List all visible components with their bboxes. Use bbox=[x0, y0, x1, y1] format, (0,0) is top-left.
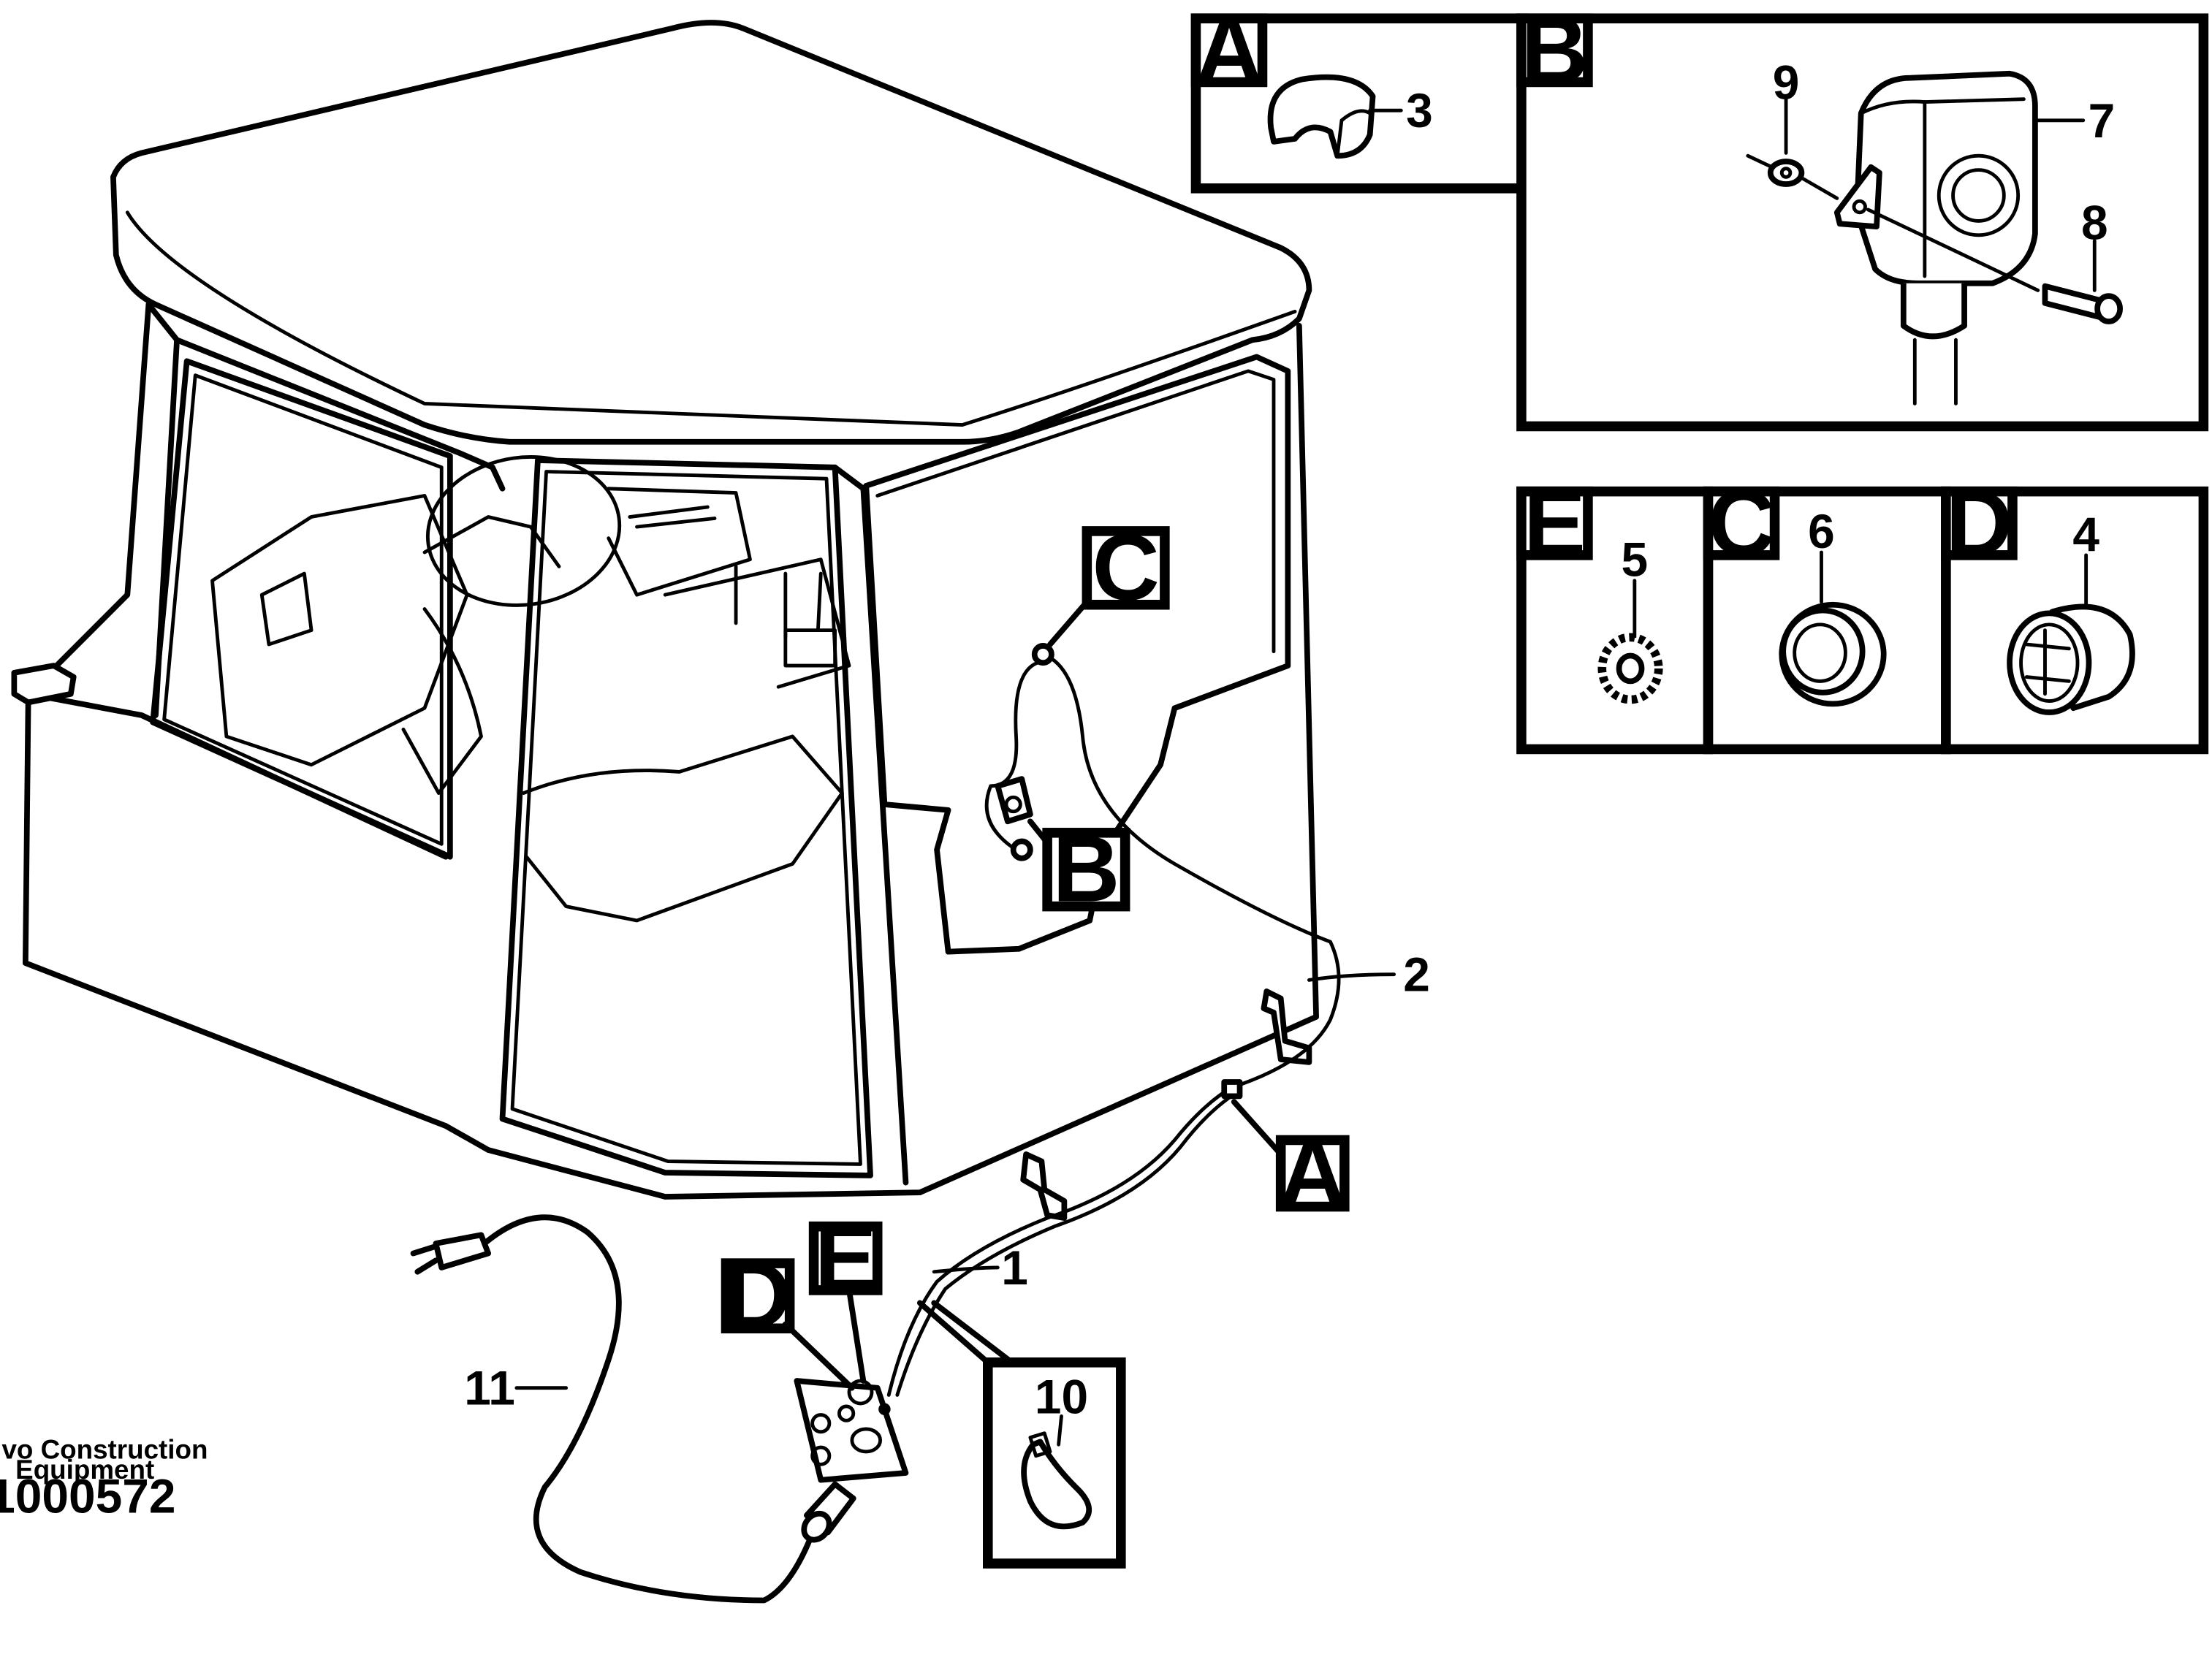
plug-cap-icon bbox=[2007, 603, 2135, 715]
detail-tag-a-label: A bbox=[1279, 1121, 1346, 1225]
nut-icon bbox=[1767, 159, 1805, 187]
detail-tag-a: A bbox=[1231, 1099, 1350, 1226]
detail-panel-c: C 6 bbox=[1703, 471, 1951, 755]
grommet-icon bbox=[1779, 601, 1887, 707]
detail-box-cable-tie: 10 bbox=[916, 1300, 1126, 1569]
part-number-2: 2 bbox=[1403, 948, 1430, 1002]
schuko-plug bbox=[410, 1232, 492, 1275]
part-number-5: 5 bbox=[1622, 533, 1649, 587]
brand-line-2: Equipment bbox=[15, 1455, 154, 1485]
part-number-9: 9 bbox=[1773, 55, 1800, 109]
socket-assembly-in-cab bbox=[995, 776, 1033, 861]
part-number-6: 6 bbox=[1808, 504, 1835, 558]
cable-tie-icon bbox=[1021, 1439, 1092, 1530]
part-number-3: 3 bbox=[1406, 83, 1433, 137]
part-number-10: 10 bbox=[1035, 1369, 1088, 1423]
cable-2 bbox=[1041, 652, 1341, 1090]
part-number-1: 1 bbox=[1001, 1241, 1028, 1295]
drawing-number: 1000572 bbox=[0, 1469, 175, 1523]
detail-tag-b: B bbox=[1027, 818, 1130, 922]
cab-roof bbox=[110, 20, 1312, 445]
cable-connector bbox=[801, 1481, 856, 1543]
cab-door bbox=[499, 457, 873, 1178]
detail-tag-b-label: B bbox=[1052, 818, 1120, 922]
clip-on-cable bbox=[1221, 1079, 1243, 1100]
lock-washer-icon bbox=[1597, 633, 1663, 704]
panel-c-letter: C bbox=[1708, 471, 1775, 576]
detail-panel-d: D 4 bbox=[1941, 471, 2209, 755]
grommet-on-cable bbox=[1031, 643, 1054, 666]
detail-panel-b: B 9 8 7 bbox=[1516, 0, 2209, 432]
detail-tag-e: E bbox=[808, 1206, 883, 1384]
left-bracket bbox=[11, 663, 77, 706]
detail-tag-c-label: C bbox=[1092, 516, 1159, 620]
detail-tag-d-label: D bbox=[724, 1243, 791, 1348]
cab-illustration bbox=[11, 20, 1319, 1221]
detail-panel-a: A 3 bbox=[1190, 0, 1529, 194]
detail-panel-e: E 5 bbox=[1516, 471, 1714, 755]
socket-plate bbox=[794, 1378, 909, 1483]
detail-tag-c: C bbox=[1047, 516, 1170, 647]
bracket-lower-right bbox=[1261, 989, 1312, 1065]
cab-left-window bbox=[150, 358, 453, 860]
panel-e-letter: E bbox=[1524, 471, 1586, 576]
part-number-8: 8 bbox=[2081, 195, 2108, 249]
detail-tag-e-label: E bbox=[815, 1206, 877, 1311]
detail-tag-d: D bbox=[721, 1243, 855, 1391]
part-number-4: 4 bbox=[2072, 507, 2099, 561]
part-number-11: 11 bbox=[464, 1361, 515, 1415]
cab-interior bbox=[210, 455, 851, 923]
panel-d-letter: D bbox=[1945, 471, 2013, 576]
cable-1 bbox=[886, 1086, 1234, 1397]
screw-icon bbox=[1866, 207, 2123, 324]
panel-a-letter: A bbox=[1196, 0, 1263, 102]
brand-line-1: Volvo Construction bbox=[0, 1435, 208, 1465]
cable-11 bbox=[478, 1214, 817, 1604]
cab-body-outline bbox=[22, 301, 1319, 1200]
part-number-7: 7 bbox=[2089, 94, 2116, 148]
panel-b-letter: B bbox=[1521, 0, 1588, 102]
bracket-lower-left bbox=[1020, 1151, 1068, 1221]
clip-icon bbox=[1267, 74, 1376, 159]
cables bbox=[478, 652, 1341, 1604]
